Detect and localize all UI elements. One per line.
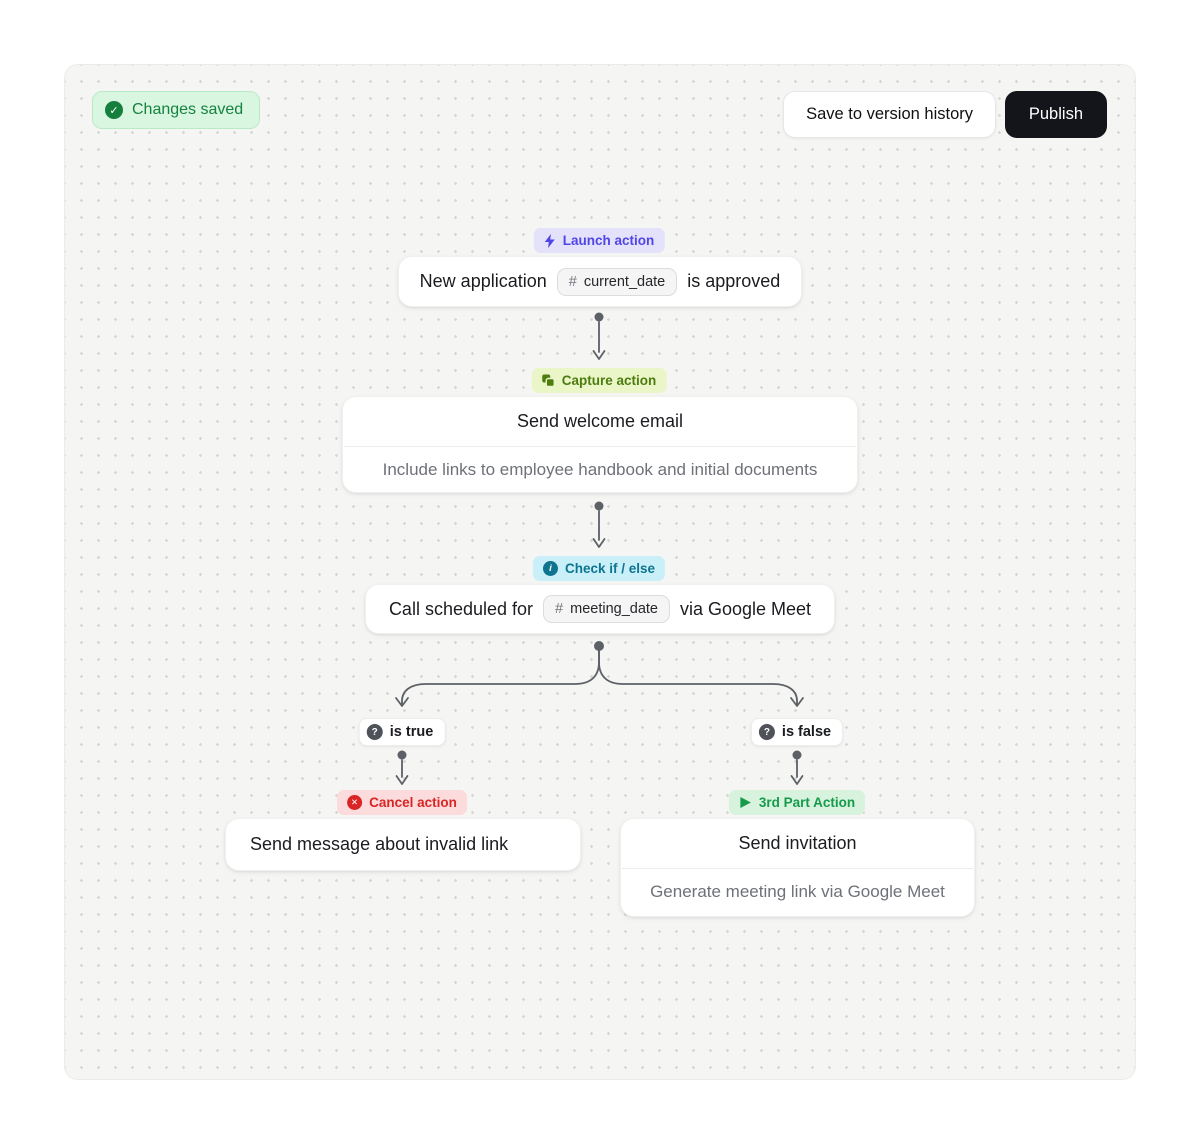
launch-badge-label: Launch action	[562, 233, 655, 248]
status-label: Changes saved	[132, 101, 244, 118]
check-badge-label: Check if / else	[564, 561, 656, 576]
condition-text-post: via Google Meet	[679, 598, 812, 619]
capture-action-badge: Capture action	[531, 368, 667, 393]
send-invitation-node[interactable]: Send invitation Generate meeting link vi…	[620, 818, 975, 917]
info-icon: i	[542, 561, 558, 576]
welcome-email-node[interactable]: Send welcome email Include links to empl…	[342, 396, 858, 493]
is-true-pill: ? is true	[358, 718, 446, 746]
check-ifelse-badge: i Check if / else	[532, 556, 666, 581]
is-false-pill: ? is false	[750, 718, 844, 746]
cancel-action-badge: ✕ Cancel action	[337, 790, 467, 815]
node-divider	[344, 446, 856, 447]
cancel-badge-label: Cancel action	[369, 795, 457, 810]
check-circle-icon: ✓	[105, 101, 123, 119]
question-icon: ?	[758, 724, 775, 740]
save-version-button[interactable]: Save to version history	[783, 91, 996, 138]
welcome-email-title: Send welcome email	[516, 411, 684, 431]
node-divider	[622, 868, 973, 869]
trigger-node[interactable]: New application # current_date is approv…	[398, 256, 802, 307]
bolt-icon	[544, 233, 555, 248]
variable-name: meeting_date	[570, 601, 658, 617]
trigger-text-post: is approved	[687, 271, 781, 291]
hash-icon: #	[555, 601, 564, 617]
copy-icon	[542, 374, 555, 387]
variable-name: current_date	[583, 273, 666, 290]
play-icon	[740, 797, 751, 808]
third-part-action-badge: 3rd Part Action	[728, 790, 866, 815]
x-circle-icon: ✕	[347, 795, 363, 810]
question-icon: ?	[366, 724, 383, 740]
publish-button[interactable]: Publish	[1004, 91, 1107, 138]
third-part-badge-label: 3rd Part Action	[758, 795, 856, 810]
launch-action-badge: Launch action	[533, 228, 665, 253]
condition-node[interactable]: Call scheduled for # meeting_date via Go…	[365, 584, 835, 634]
is-true-label: is true	[389, 724, 434, 740]
send-invitation-subtitle: Generate meeting link via Google Meet	[650, 882, 945, 901]
hash-icon: #	[568, 273, 577, 290]
condition-text-pre: Call scheduled for	[388, 598, 534, 619]
invalid-link-node[interactable]: Send message about invalid link	[225, 818, 581, 871]
status-badge: ✓ Changes saved	[92, 91, 261, 129]
variable-chip-current-date[interactable]: # current_date	[556, 267, 678, 296]
capture-badge-label: Capture action	[561, 373, 657, 388]
is-false-label: is false	[781, 724, 832, 740]
send-invitation-title: Send invitation	[738, 833, 857, 853]
welcome-email-subtitle: Include links to employee handbook and i…	[382, 460, 818, 479]
variable-chip-meeting-date[interactable]: # meeting_date	[543, 595, 670, 623]
invalid-link-title: Send message about invalid link	[250, 834, 509, 854]
trigger-text-pre: New application	[419, 271, 547, 291]
